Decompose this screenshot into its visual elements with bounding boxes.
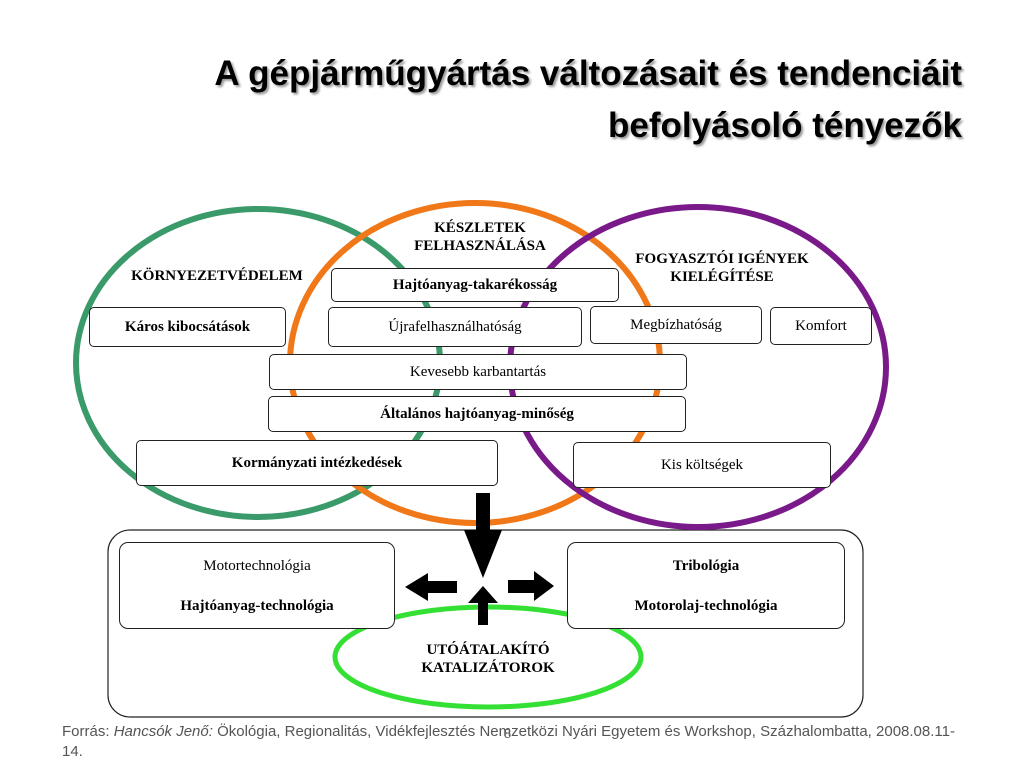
arrow-down-icon xyxy=(464,493,502,578)
tribology-label: Tribológia xyxy=(672,558,740,574)
tribology-box: Tribológia Motorolaj-technológia xyxy=(567,542,845,629)
source-author: Hancsók Jenő: xyxy=(113,723,213,740)
source-prefix: Forrás: xyxy=(62,723,114,740)
harmful-emissions-box: Káros kibocsátások xyxy=(89,307,286,347)
fuel-saving-box: Hajtóanyag-takarékosság xyxy=(331,268,619,302)
consumer-label-line1: FOGYASZTÓI IGÉNYEK xyxy=(635,251,809,267)
resources-label-line2: FELHASZNÁLÁSA xyxy=(414,238,546,254)
fuel-quality-box: Általános hajtóanyag-minőség xyxy=(268,396,686,432)
environment-label: KÖRNYEZETVÉDELEM xyxy=(131,268,303,284)
engine-oil-technology-label: Motorolaj-technológia xyxy=(634,598,778,614)
arrow-up-icon xyxy=(468,586,498,625)
consumer-label: FOGYASZTÓI IGÉNYEK KIELÉGÍTÉSE xyxy=(612,250,832,286)
arrow-right-icon xyxy=(508,571,554,601)
engine-technology-label: Motortechnológia xyxy=(203,558,311,574)
comfort-box: Komfort xyxy=(770,307,872,345)
catalyst-label-line2: KATALIZÁTOROK xyxy=(421,660,555,676)
less-maintenance-box: Kevesebb karbantartás xyxy=(269,354,687,390)
catalyst-label-line1: UTÓÁTALAKÍTÓ xyxy=(426,642,550,658)
fuel-technology-label: Hajtóanyag-technológia xyxy=(180,598,334,614)
page-title: A gépjárműgyártás változásait és tendenc… xyxy=(62,48,962,152)
source-text: Ökológia, Regionalitás, Vidékfejlesztés … xyxy=(62,723,955,760)
title-line-2: befolyásoló tényezők xyxy=(608,106,962,145)
government-measures-box: Kormányzati intézkedések xyxy=(136,440,498,486)
recyclability-box: Újrafelhasználhatóság xyxy=(328,307,582,347)
catalyst-label: UTÓÁTALAKÍTÓ KATALIZÁTOROK xyxy=(388,641,588,677)
title-line-1: A gépjárműgyártás változásait és tendenc… xyxy=(214,54,962,93)
source-footer: Forrás: Hancsók Jenő: Ökológia, Regional… xyxy=(62,722,962,762)
consumer-label-line2: KIELÉGÍTÉSE xyxy=(670,269,774,285)
arrow-left-icon xyxy=(405,573,457,601)
resources-label-line1: KÉSZLETEK xyxy=(434,220,526,236)
reliability-box: Megbízhatóság xyxy=(590,306,762,344)
low-costs-box: Kis költségek xyxy=(573,442,831,488)
resources-label: KÉSZLETEK FELHASZNÁLÁSA xyxy=(395,219,565,255)
engine-technology-box: Motortechnológia Hajtóanyag-technológia xyxy=(119,542,395,629)
page-number: 8 xyxy=(504,726,512,741)
